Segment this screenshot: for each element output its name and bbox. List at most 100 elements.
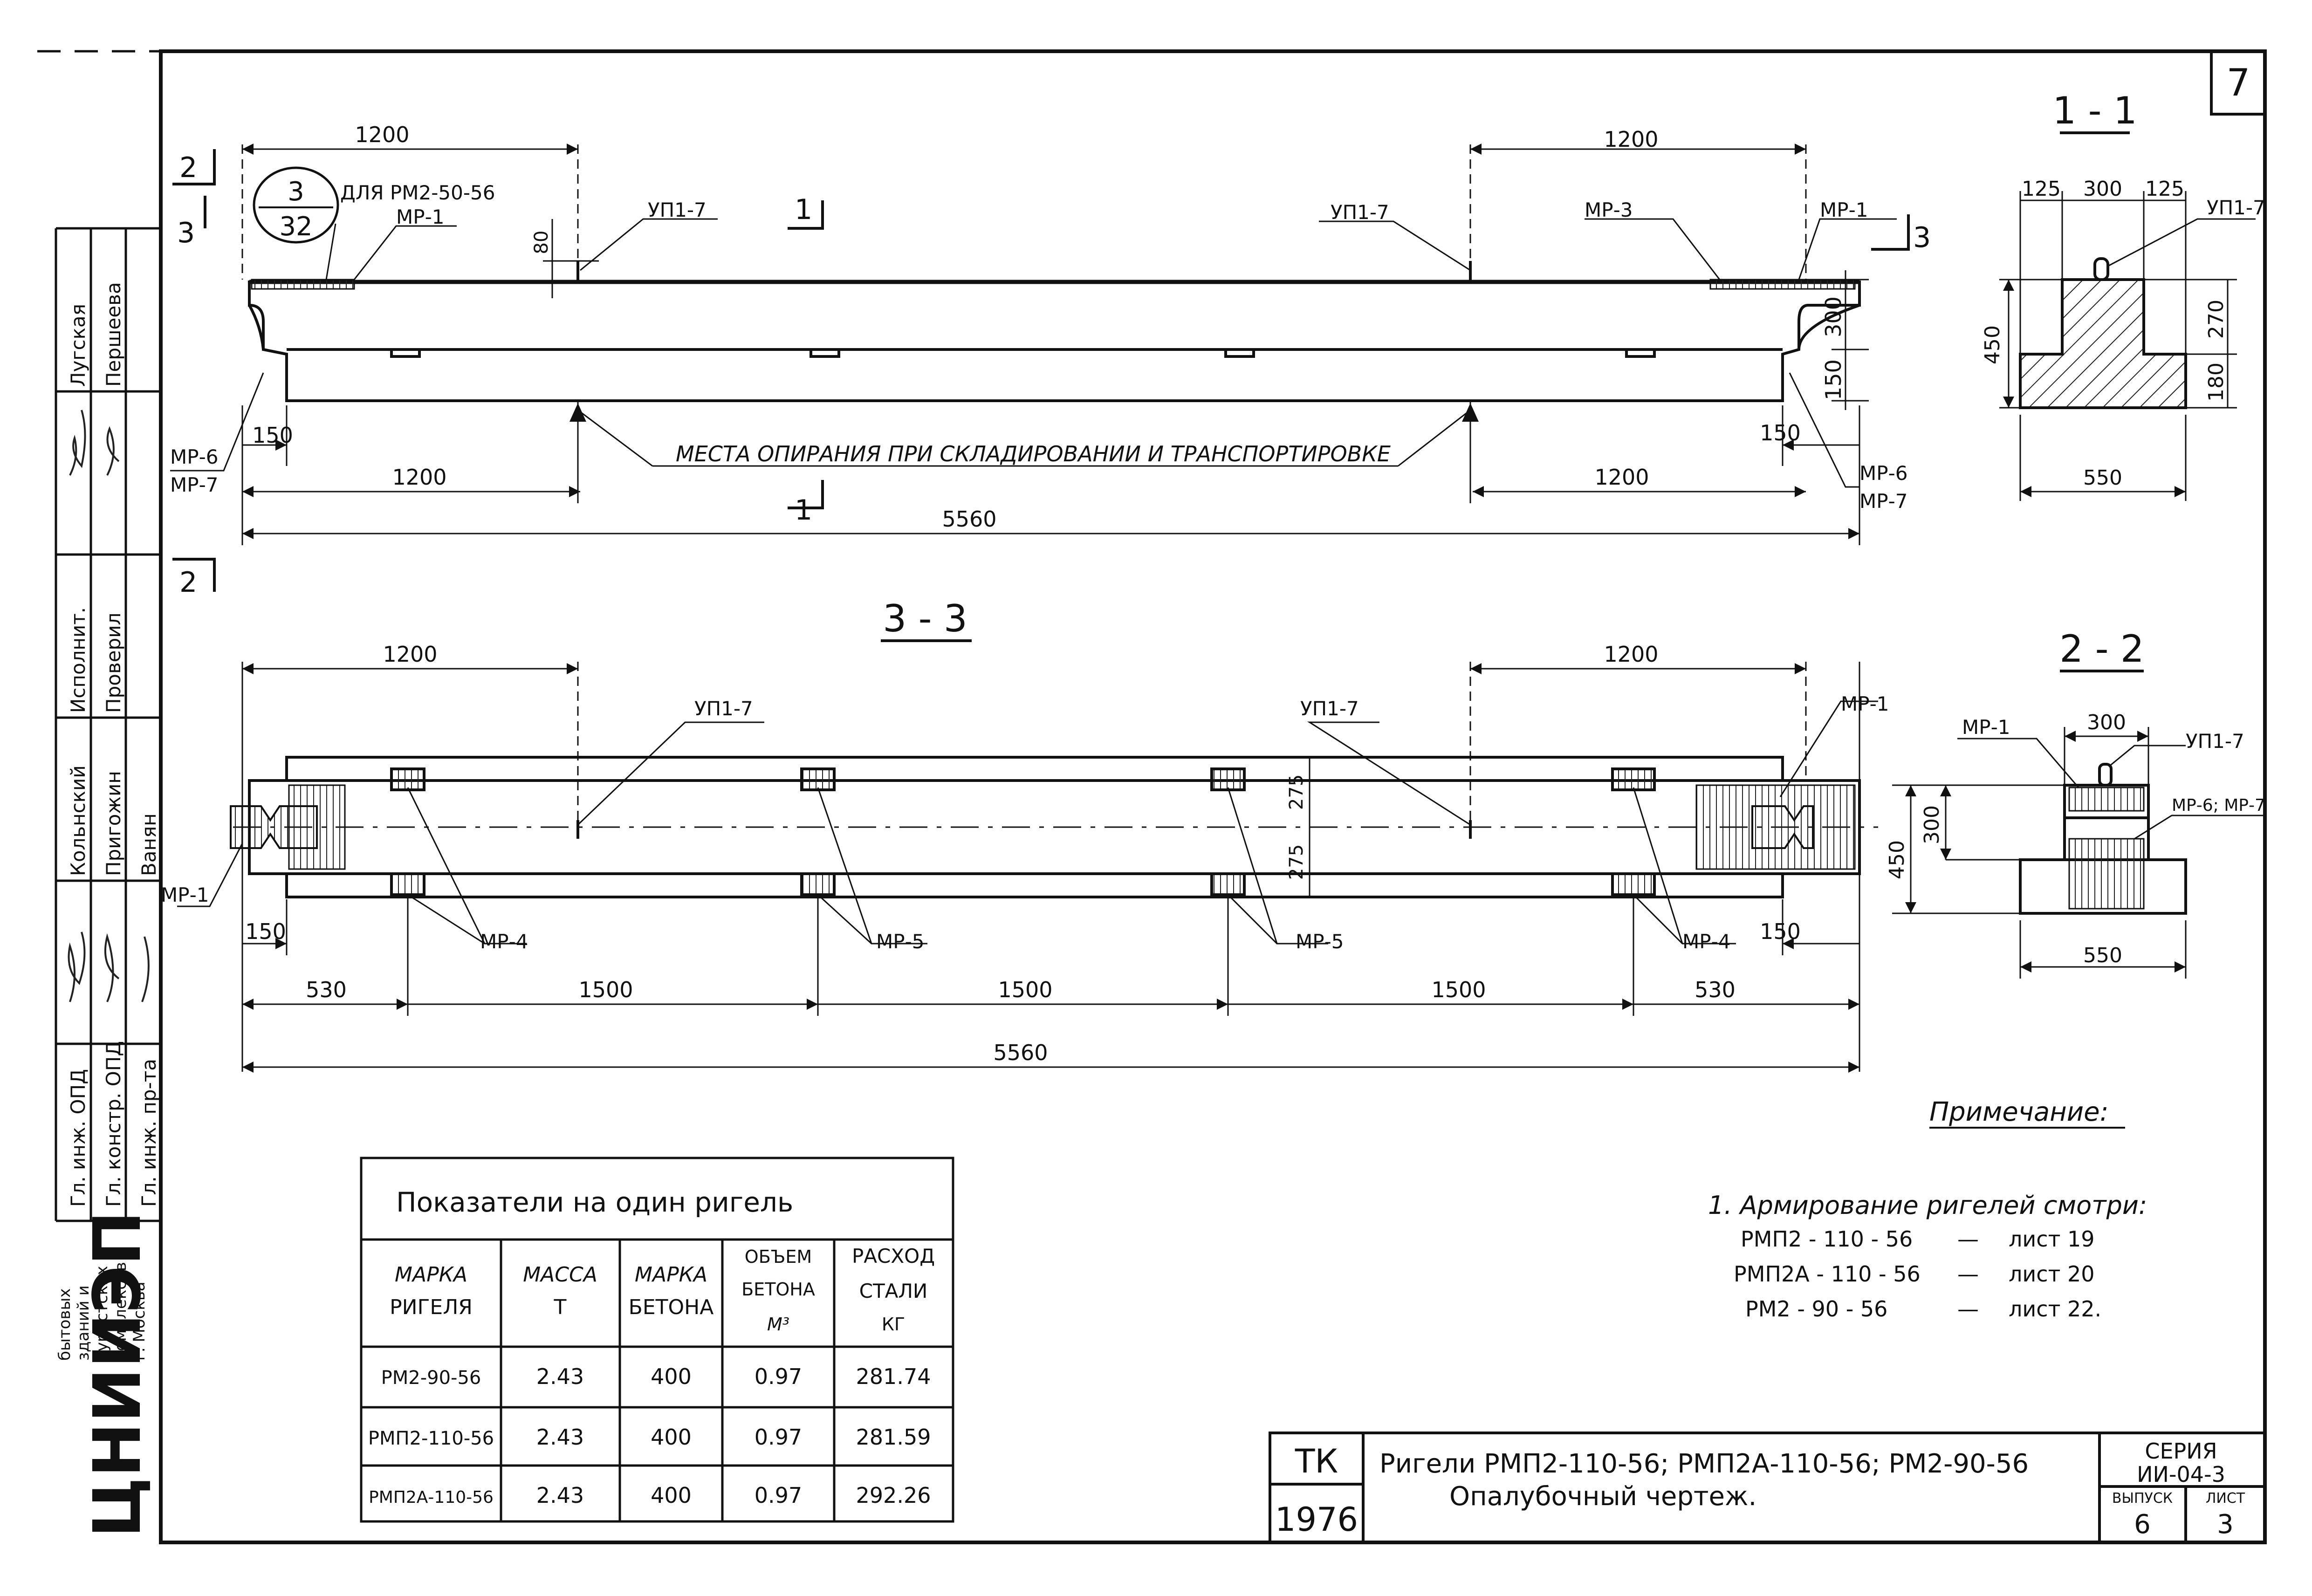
note-line1: 1. Армирование ригелей смотри:: [1708, 1191, 2147, 1220]
title-block: [1269, 1432, 2266, 1544]
section-22-shape: [2019, 763, 2187, 915]
table-body: РМ2-90-56 2.43 400 0.97 281.74 РМП2-110-…: [368, 1364, 931, 1508]
view-33-dims: [177, 662, 1878, 1073]
tb-series-value: ИИ-04-3: [2137, 1462, 2225, 1487]
label-up17: УП1-7: [648, 199, 707, 221]
dim-150: 150: [1821, 359, 1846, 400]
label-mp5: МР-5: [1296, 930, 1344, 953]
section-mark-2-bottom: 2: [179, 566, 197, 599]
org-line: комплексов: [111, 1262, 130, 1361]
indicators-table: [360, 1157, 954, 1523]
section-11-title: 1 - 1: [2052, 89, 2137, 132]
note-ref-sheet: лист 20: [2009, 1261, 2095, 1287]
table-header: МАРКА: [635, 1263, 707, 1287]
callout-den: 32: [279, 212, 312, 242]
section-22-dims: [1892, 727, 2265, 979]
signatures: [68, 410, 150, 1002]
section-marks-top: [172, 149, 1910, 592]
top-view-dim-text: 1200 1200 1200 1200 5560 150 150 80 300 …: [252, 122, 1846, 532]
dim-1200: 1200: [1594, 465, 1649, 490]
tb-series-label: СЕРИЯ: [2145, 1438, 2217, 1464]
dim-5560: 5560: [942, 507, 996, 532]
top-view-beam: [248, 261, 1861, 402]
dim-1500: 1500: [998, 977, 1052, 1002]
label-mp5: МР-5: [876, 930, 924, 953]
table-header: БЕТОНА: [629, 1295, 714, 1319]
table-header: М³: [767, 1314, 789, 1335]
note-ref-mark: РМ2 - 90 - 56: [1745, 1296, 1887, 1322]
table-cell: 2.43: [536, 1483, 584, 1508]
org-block: бытовых зданий и туристских комплексов г…: [55, 1262, 149, 1361]
label-mp1: МР-1: [1820, 199, 1868, 221]
dim-150: 150: [1760, 919, 1801, 944]
stamp-name: Першеева: [102, 282, 125, 387]
stamp-name: Пригожин: [102, 771, 125, 876]
dim-125: 125: [2022, 177, 2061, 201]
org-line: зданий и: [74, 1285, 93, 1361]
stamp-name: Лугская: [67, 304, 89, 387]
tb-issue-value: 6: [2134, 1509, 2151, 1540]
view-33-title: 3 - 3: [883, 597, 967, 640]
section-mark-2-top: 2: [179, 151, 197, 184]
section-mark-text: 2 3 1 3 1 2: [177, 151, 1931, 599]
label-mp67: МР-6; МР-7: [2172, 796, 2265, 815]
table-cell: 2.43: [536, 1364, 584, 1389]
label-up17: УП1-7: [694, 697, 753, 720]
dim-1500: 1500: [1431, 977, 1486, 1002]
stamp-name: Кольнский: [67, 765, 89, 876]
table-header: Т: [554, 1295, 567, 1319]
section-22-dim-text: 300 450 300 550: [1885, 711, 2126, 967]
table-cell: 281.74: [856, 1364, 931, 1389]
callout-circle: 3 32 ДЛЯ РМ2-50-56: [253, 166, 495, 280]
dim-1200: 1200: [383, 642, 437, 667]
dim-125: 125: [2145, 177, 2184, 201]
table-header: БЕТОНА: [741, 1279, 815, 1300]
stamp-role: Гл. инж. пр-та: [137, 1059, 160, 1207]
tb-issue-label: ВЫПУСК: [2112, 1490, 2173, 1507]
title-block-text: ТК 1976 Ригели РМП2-110-56; РМП2А-110-56…: [1275, 1438, 2245, 1540]
table-cell: 281.59: [856, 1425, 931, 1450]
label-mp4: МР-4: [1682, 930, 1730, 953]
stamp-role: Проверил: [102, 613, 125, 713]
dim-550: 550: [2083, 466, 2122, 490]
table-cell: РМП2А-110-56: [369, 1488, 494, 1507]
dim-270: 270: [2204, 300, 2228, 339]
table-cell: 2.43: [536, 1425, 584, 1450]
dim-1200: 1200: [392, 465, 446, 490]
label-mp4: МР-4: [480, 930, 528, 953]
note-title: Примечание:: [1929, 1097, 2108, 1127]
org-line: г. Москва: [130, 1281, 149, 1361]
support-arrows: [569, 403, 1479, 422]
note-ref-sheet: лист 19: [2009, 1226, 2095, 1252]
section-mark-3-right: 3: [1913, 221, 1931, 254]
dim-80: 80: [531, 231, 552, 254]
table-header: КГ: [882, 1314, 905, 1335]
section-11-dim-text: 125 300 125 450 270 180 550: [1981, 177, 2228, 490]
tb-tk: ТК: [1295, 1442, 1338, 1480]
dim-450: 450: [1885, 840, 1909, 879]
label-mp6: МР-6: [1859, 462, 1907, 485]
table-cell: 0.97: [755, 1425, 802, 1450]
section-22-title: 2 - 2: [2059, 627, 2144, 671]
table-cell: РМ2-90-56: [381, 1367, 481, 1389]
table-header: МАССА: [523, 1263, 597, 1287]
section-11-label: УП1-7: [2207, 196, 2265, 219]
label-mp1: МР-1: [1841, 692, 1889, 715]
dim-300: 300: [1920, 805, 1944, 844]
label-mp1: МР-1: [161, 884, 209, 906]
section-mark-1-top: 1: [795, 193, 812, 226]
label-up17: УП1-7: [1331, 201, 1389, 224]
note-ref-sheet: лист 22.: [2009, 1296, 2101, 1322]
table-headers: МАРКА РИГЕЛЯ МАССА Т МАРКА БЕТОНА ОБЪЕМ …: [390, 1245, 935, 1335]
tb-year: 1976: [1275, 1500, 1358, 1539]
label-up17: УП1-7: [1300, 697, 1359, 720]
label-up17: УП1-7: [2186, 730, 2244, 753]
stamp-name: Ванян: [137, 813, 160, 876]
stamp-role: Исполнит.: [67, 607, 89, 713]
table-cell: 292.26: [856, 1483, 931, 1508]
table-header: РИГЕЛЯ: [390, 1295, 473, 1319]
dim-300: 300: [1821, 296, 1846, 337]
dim-180: 180: [2204, 363, 2228, 402]
dim-300: 300: [2083, 177, 2122, 201]
